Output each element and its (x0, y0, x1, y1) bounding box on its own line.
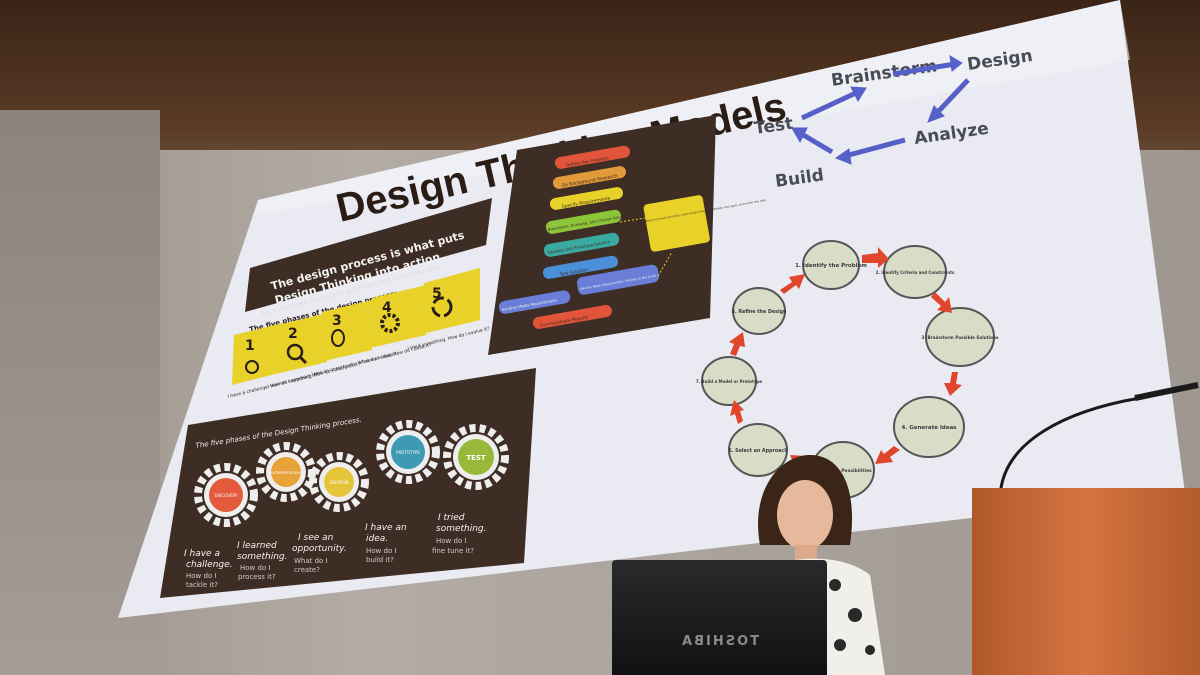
process-label-8: 8. Refine the Design (732, 309, 787, 315)
arrow-design-analyze (933, 78, 970, 117)
laptop-brand-logo: TOSHIBA (680, 634, 759, 649)
magnifier-icon (286, 343, 304, 361)
gear-icon (380, 313, 400, 333)
process-label-7: 7. Build a Model or Prototype (696, 379, 763, 384)
process-label-4: 4. Generate Ideas (901, 425, 957, 431)
bug-icon (245, 360, 259, 374)
gear-2-line1: I learned (237, 541, 277, 551)
arrow-build-test (798, 130, 834, 155)
gear-interpretation: INTERPRETATION (256, 442, 316, 502)
flow-step-2 (552, 166, 627, 189)
microphone (998, 382, 1199, 501)
phase-3-num: 3 (332, 313, 342, 329)
process-node-3 (925, 307, 995, 367)
process-label-2: 2. Identify Criteria and Constraints (876, 270, 955, 275)
podium (972, 488, 1200, 675)
process-label-1: 1. Identify the Problem (795, 263, 867, 269)
flow-fail-box (576, 264, 659, 295)
gear-3-line4: create? (294, 566, 320, 574)
process-node-7 (701, 356, 757, 406)
gear-4-line3: How do I (366, 547, 397, 555)
process-arrow-3 (944, 372, 962, 396)
panel-flowchart: Define the Problem Do Background Researc… (488, 115, 767, 355)
slide-glare (255, 0, 1130, 215)
phase-1-box (232, 323, 283, 385)
gear-3-line2: opportunity. (292, 544, 347, 554)
process-arrow-6 (730, 400, 744, 424)
gear-3-line1: I see an (298, 533, 334, 543)
process-arrow-7 (729, 332, 745, 356)
gear-label-prototype: PROTOTYPE (396, 450, 420, 455)
gear-3-line3: What do I (294, 557, 328, 565)
refresh-icon (431, 296, 453, 318)
gear-1-line4: tackle it? (186, 581, 218, 589)
flow-step-4 (545, 209, 622, 234)
flow-step-6-label: Test Solution (558, 267, 588, 278)
process-label-5: 5. Explore Possibilities (814, 468, 872, 474)
gear-2-line3: How do I (240, 564, 271, 572)
gear-2-line4: process it? (238, 573, 276, 581)
gear-4-line4: build it? (366, 556, 394, 564)
phase-5-num: 5 (432, 286, 442, 302)
phase-5-box (422, 268, 480, 334)
lightbulb-icon (331, 329, 345, 347)
gear-label-discovery: DISCOVERY (215, 493, 238, 498)
gear-5-line3: How do I (436, 537, 467, 545)
process-node-8 (732, 287, 786, 335)
phase-2-box (276, 313, 327, 374)
process-label-3: 3. Brainstorm Possible Solutions (922, 335, 999, 340)
gear-1-line2: challenge. (186, 560, 233, 570)
gear-discovery: DISCOVERY (194, 463, 258, 527)
process-arrow-2 (931, 292, 952, 313)
gear-ideation: IDEATION (309, 452, 369, 512)
phase-1-num: 1 (245, 338, 255, 354)
panel-gears: The five phases of the Design Thinking p… (160, 368, 536, 598)
gear-4-line1: I have an (365, 523, 407, 533)
flow-step-8 (532, 305, 612, 329)
phase-2-num: 2 (288, 326, 298, 342)
panel1-header-bg (245, 198, 492, 312)
process-circle (701, 240, 995, 499)
gear-2-line2: something. (237, 552, 288, 562)
process-arrow-8 (780, 274, 805, 294)
flow-side-note (643, 195, 710, 252)
phase-4-num: 4 (382, 300, 392, 316)
laptop: TOSHIBA (612, 560, 827, 675)
gear-label-ideation: IDEATION (330, 480, 349, 485)
process-node-1 (802, 240, 860, 290)
gear-5-line4: fine tune it? (432, 547, 474, 555)
process-node-4 (893, 396, 965, 458)
gear-5-line2: something. (436, 524, 487, 534)
arrow-test-brainstorm (800, 89, 860, 121)
gear-1-line1: I have a (184, 549, 220, 559)
flow-step-1 (554, 145, 630, 169)
flow-step-5 (543, 232, 620, 257)
gear-1-line3: How do I (186, 572, 217, 580)
gear-prototype: PROTOTYPE (376, 420, 440, 484)
flow-step-3 (549, 187, 624, 210)
process-arrow-1 (862, 247, 889, 268)
process-node-2 (883, 245, 947, 299)
phase-3-box (320, 300, 372, 362)
flow-step-7 (498, 290, 571, 314)
process-arrow-4 (875, 446, 900, 464)
gear-5-line1: I tried (438, 513, 465, 523)
flow-step-6 (542, 255, 618, 279)
phase-4-box (370, 285, 426, 348)
process-node-6 (728, 423, 788, 477)
gear-4-line2: idea. (366, 534, 388, 544)
arrow-brainstorm-design (892, 61, 956, 77)
arrow-analyze-build (844, 137, 906, 159)
gear-label-test: TEST (466, 454, 486, 462)
gear-label-interpretation: INTERPRETATION (271, 471, 301, 475)
process-label-6: 6. Select an Approach (728, 448, 788, 454)
gear-test: TEST (443, 424, 509, 490)
